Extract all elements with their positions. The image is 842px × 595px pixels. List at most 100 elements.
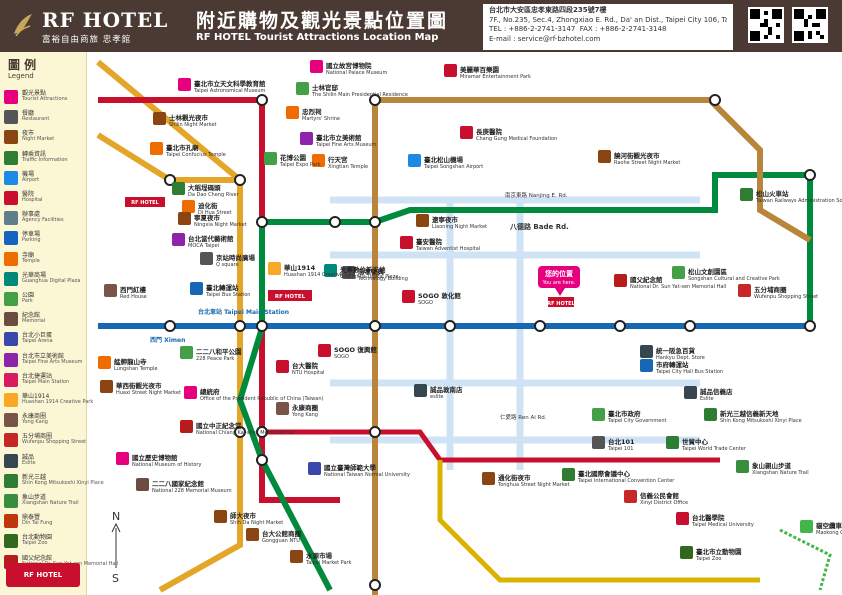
- station-node[interactable]: [164, 320, 176, 332]
- station-node[interactable]: [444, 320, 456, 332]
- poi-icon[interactable]: [640, 359, 653, 372]
- qr-code-icon[interactable]: [748, 7, 784, 43]
- station-node[interactable]: [369, 579, 381, 591]
- poi-icon[interactable]: [676, 512, 689, 525]
- poi-icon[interactable]: [684, 386, 697, 399]
- poi-icon[interactable]: [153, 112, 166, 125]
- station-node[interactable]: [256, 94, 268, 106]
- poi-icon[interactable]: [416, 214, 429, 227]
- poi-icon[interactable]: [736, 460, 749, 473]
- poi-icon[interactable]: [318, 344, 331, 357]
- poi-icon[interactable]: [172, 233, 185, 246]
- station-node[interactable]: [369, 320, 381, 332]
- poi-icon[interactable]: [172, 182, 185, 195]
- poi-icon[interactable]: [308, 462, 321, 475]
- poi-icon[interactable]: [614, 274, 627, 287]
- poi-icon[interactable]: [184, 386, 197, 399]
- poi-icon[interactable]: [180, 346, 193, 359]
- poi-icon[interactable]: [276, 402, 289, 415]
- station-node[interactable]: [369, 426, 381, 438]
- station-node[interactable]: [256, 216, 268, 228]
- station-node[interactable]: [369, 216, 381, 228]
- poi-icon[interactable]: [276, 360, 289, 373]
- station-node[interactable]: [164, 174, 176, 186]
- poi-icon[interactable]: [704, 408, 717, 421]
- poi-icon[interactable]: [268, 262, 281, 275]
- poi-icon[interactable]: [312, 154, 325, 167]
- station-node[interactable]: [684, 320, 696, 332]
- poi-icon[interactable]: [414, 384, 427, 397]
- station-node[interactable]: [329, 216, 341, 228]
- poi-icon[interactable]: [178, 78, 191, 91]
- station-node[interactable]: [234, 320, 246, 332]
- poi-icon[interactable]: [408, 154, 421, 167]
- poi-icon[interactable]: [460, 126, 473, 139]
- poi-icon[interactable]: [136, 478, 149, 491]
- poi-icon[interactable]: [214, 510, 227, 523]
- poi-icon[interactable]: [400, 236, 413, 249]
- poi-icon[interactable]: [98, 356, 111, 369]
- poi-icon[interactable]: [290, 550, 303, 563]
- station-node[interactable]: [256, 320, 268, 332]
- poi-icon[interactable]: [402, 290, 415, 303]
- station-node[interactable]: [234, 174, 246, 186]
- poi-icon[interactable]: [178, 212, 191, 225]
- poi-icon[interactable]: [104, 284, 117, 297]
- poi-icon[interactable]: [342, 266, 355, 279]
- poi-icon[interactable]: [800, 520, 813, 533]
- poi-icon[interactable]: [190, 282, 203, 295]
- station-node[interactable]: [804, 320, 816, 332]
- station-node[interactable]: [614, 320, 626, 332]
- poi-icon[interactable]: [180, 420, 193, 433]
- poi-icon[interactable]: [182, 200, 195, 213]
- poi-icon[interactable]: [672, 266, 685, 279]
- poi-icon[interactable]: [300, 132, 313, 145]
- poi-icon[interactable]: [666, 436, 679, 449]
- poi-icon[interactable]: [100, 380, 113, 393]
- poi-icon[interactable]: [150, 142, 163, 155]
- station-node[interactable]: [709, 94, 721, 106]
- station-node[interactable]: [534, 320, 546, 332]
- poi-icon[interactable]: [598, 150, 611, 163]
- poi-icon[interactable]: [310, 60, 323, 73]
- poi-icon[interactable]: [246, 528, 259, 541]
- poi-icon[interactable]: [740, 188, 753, 201]
